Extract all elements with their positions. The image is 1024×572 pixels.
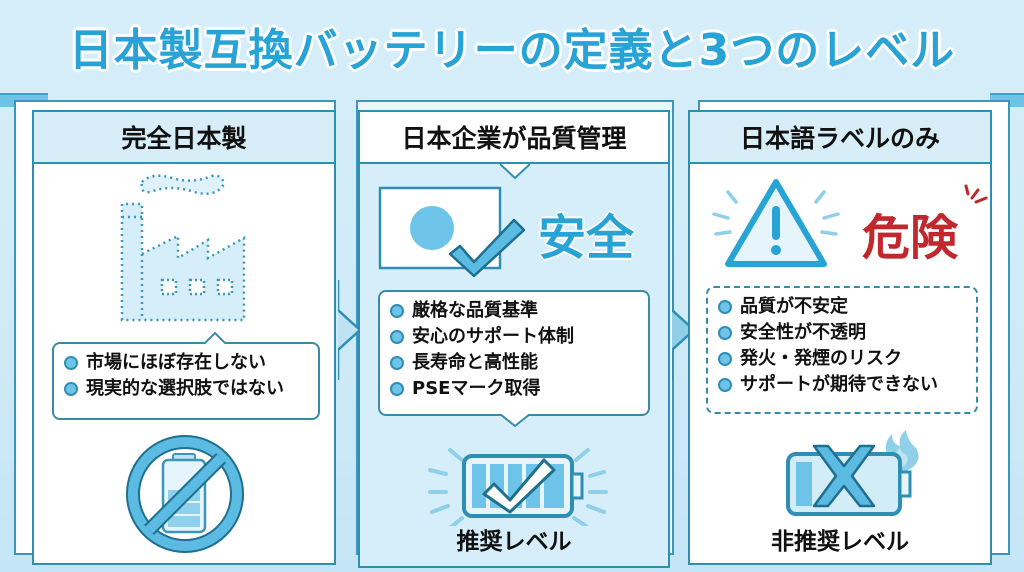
bullet-dot-icon	[718, 300, 732, 314]
battery-cross-fire-icon	[780, 426, 940, 526]
bullet-dot-icon	[64, 356, 78, 370]
header-notch	[500, 164, 530, 180]
bullet-dot-icon	[64, 382, 78, 396]
bubble-notch	[204, 332, 226, 344]
page-title: 日本製互換バッテリーの定義と3つのレベル	[68, 25, 956, 76]
bullet-item: 安心のサポート体制	[390, 324, 638, 350]
bubble-notch	[500, 414, 530, 428]
bullet-box: 市場にほぼ存在しない 現実的な選択肢ではない	[52, 342, 320, 420]
bullet-box: 厳格な品質基準 安心のサポート体制 長寿命と高性能 PSEマーク取得	[378, 290, 650, 416]
bullet-item: 現実的な選択肢ではない	[64, 376, 308, 402]
alert-spark-icon	[964, 184, 988, 204]
bullet-item: 長寿命と高性能	[390, 350, 638, 376]
bullet-dot-icon	[390, 356, 404, 370]
bullet-box: 品質が不安定 安全性が不透明 発火・発煙のリスク サポートが期待できない	[706, 286, 978, 414]
battery-check-icon	[420, 436, 620, 526]
bullet-item: 厳格な品質基準	[390, 298, 638, 324]
bullet-item: PSEマーク取得	[390, 376, 638, 402]
panel-header: 日本企業が品質管理	[360, 112, 668, 164]
bullet-item: 品質が不安定	[718, 294, 966, 320]
bullet-dot-icon	[718, 378, 732, 392]
warning-triangle-icon	[706, 178, 846, 268]
status-safe: 安全	[538, 210, 635, 266]
no-battery-prohibited-icon	[125, 434, 245, 554]
dotted-factory-icon	[116, 172, 256, 322]
bullet-dot-icon	[390, 382, 404, 396]
bullet-item: 安全性が不透明	[718, 320, 966, 346]
panel-header: 日本語ラベルのみ	[690, 112, 990, 164]
panel-fully-japan-made: 完全日本製 市場にほぼ存在しない 現実的な選択肢ではない	[32, 110, 336, 565]
panel-header: 完全日本製	[34, 112, 334, 164]
bullet-item: サポートが期待できない	[718, 372, 966, 398]
bullet-item: 発火・発煙のリスク	[718, 346, 966, 372]
recommended-level-label: 推奨レベル	[456, 529, 572, 555]
status-danger: 危険	[862, 210, 959, 266]
bullet-dot-icon	[390, 304, 404, 318]
panel-japanese-company-qc: 日本企業が品質管理 安全 厳格な品質基準 安心のサポート体制 長寿命と高性能 P…	[358, 110, 670, 568]
panel-japanese-label-only: 日本語ラベルのみ 危険	[688, 110, 992, 565]
bullet-dot-icon	[390, 330, 404, 344]
japan-flag-check-icon	[378, 186, 528, 278]
bullet-item: 市場にほぼ存在しない	[64, 350, 308, 376]
bullet-dot-icon	[718, 326, 732, 340]
bullet-dot-icon	[718, 352, 732, 366]
not-recommended-level-label: 非推奨レベル	[771, 529, 909, 555]
